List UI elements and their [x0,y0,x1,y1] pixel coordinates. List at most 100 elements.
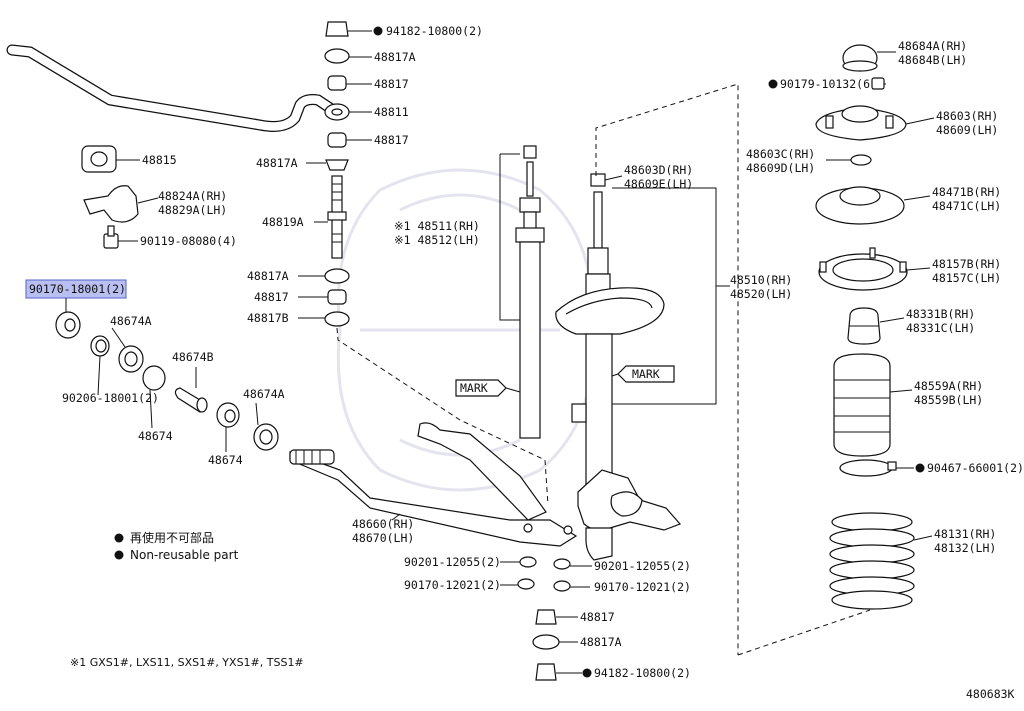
bush-48674-2[interactable] [216,402,240,428]
label-48829a-lh: 48829A(LH) [158,203,227,217]
stabilizer-bar[interactable] [6,44,336,132]
collar-90170-18001[interactable] [55,311,81,339]
svg-text:MARK: MARK [632,367,660,381]
cushion-48817a-top[interactable] [324,48,350,64]
label-48824a-rh: 48824A(RH) [158,189,227,203]
bolt-90119[interactable] [103,225,119,249]
label-90170-right: 90170-12021(2) [594,580,691,594]
cushion-48817-bottom[interactable] [535,609,557,625]
insulator-48157b[interactable] [818,247,908,291]
bolt-90201-right[interactable] [553,558,571,570]
non-reusable-marker [768,79,778,89]
legend-dot [114,533,124,543]
nut-94182-top[interactable] [325,21,349,37]
cushion-48817a-bottom[interactable] [532,634,560,650]
label-48811: 48811 [374,105,409,119]
label-48609-lh: 48609(LH) [936,123,998,137]
strut-assembly-48510[interactable] [555,173,682,561]
seat-48471b[interactable] [815,186,905,225]
label-48157b-rh: 48157B(RH) [932,257,1001,271]
bumper-48331b[interactable] [847,307,881,345]
label-48660-rh: 48660(RH) [352,517,414,531]
non-reusable-marker [915,463,925,473]
label-90467: 90467-66001(2) [927,461,1024,475]
footnote: ※1 GXS1#, LXS11, SXS1#, YXS1#, TSS1# [70,656,304,669]
legend-dot [114,550,124,560]
label-90179: 90179-10132(6) [780,77,877,91]
nut-90170-left[interactable] [517,578,535,590]
label-48511-rh: ※1 48511(RH) [394,219,480,233]
label-48609d-lh: 48609D(LH) [746,161,815,175]
label-48817b-low: 48817B [247,311,289,325]
label-90170-left: 90170-12021(2) [404,578,501,592]
label-48331c-lh: 48331C(LH) [906,321,975,335]
label-48520-lh: 48520(LH) [730,287,792,301]
boot-48559a[interactable] [833,353,891,457]
nut-90179[interactable] [871,77,885,90]
cushion-48817-mid[interactable] [327,132,347,148]
label-90201-left: 90201-12055(2) [404,555,501,569]
legend-en: Non-reusable part [130,548,239,562]
legend: 再使用不可部品 Non-reusable part [114,530,239,562]
label-48817a-top: 48817A [374,50,416,64]
cushion-48817-top[interactable] [327,75,347,91]
label-48817-mid: 48817 [374,133,409,147]
label-48674b: 48674B [172,350,214,364]
label-48817a-mid: 48817A [256,156,298,170]
strut-cartridge-48511[interactable] [515,145,545,439]
clip-90467[interactable] [839,459,897,477]
label-48471c-lh: 48471C(LH) [932,199,1001,213]
support-48603[interactable] [815,105,907,141]
bush-48674-1[interactable] [142,365,166,391]
lower-arm-48660[interactable] [289,422,578,547]
spring-48131[interactable] [829,512,915,610]
bush-48674a-1[interactable] [118,345,144,373]
nut-90170-right[interactable] [553,580,571,592]
dashed-link-guide [336,327,549,506]
label-48674a-2: 48674A [243,387,285,401]
cushion-48817a-mid[interactable] [325,159,349,171]
label-48512-lh: ※1 48512(LH) [394,233,480,247]
cushion-48817-low[interactable] [327,289,347,305]
cushion-48817a-low[interactable] [324,268,350,284]
bushing-48815[interactable] [81,145,117,173]
label-48817-bottom: 48817 [580,610,615,624]
label-90206: 90206-18001(2) [62,391,159,405]
bracket-48824a[interactable] [83,185,139,223]
label-48817-low: 48817 [254,290,289,304]
label-48132-lh: 48132(LH) [934,541,996,555]
label-48510-rh: 48510(RH) [730,273,792,287]
label-90170-18001[interactable]: 90170-18001(2) [29,282,126,296]
collar-48603c[interactable] [850,154,872,166]
label-48471b-rh: 48471B(RH) [932,185,1001,199]
label-94182-top: 94182-10800(2) [386,24,483,38]
label-48817-top: 48817 [374,77,409,91]
cap-48684a[interactable] [842,44,878,72]
label-48559a-rh: 48559A(RH) [914,379,983,393]
label-48817a-bottom: 48817A [580,635,622,649]
nut-94182-bottom[interactable] [535,663,557,681]
link-48811[interactable] [324,103,350,121]
bush-48674a-2[interactable] [253,423,279,451]
bush-48674b[interactable] [174,387,208,413]
label-48817a-low: 48817A [247,269,289,283]
label-90119: 90119-08080(4) [140,234,237,248]
highlight-90170-18001 [25,279,127,299]
mark-tag-left: MARK [455,379,507,397]
label-48603d-rh: 48603D(RH) [624,163,693,177]
cushion-48817b-low[interactable] [324,311,350,327]
ring-90206[interactable] [90,335,110,357]
diagram-id: 480683K [966,687,1015,701]
label-48670-lh: 48670(LH) [352,531,414,545]
label-48157c-lh: 48157C(LH) [932,271,1001,285]
bolt-48819a[interactable] [327,175,347,259]
mark-tag-right: MARK [617,365,675,383]
svg-text:MARK: MARK [460,381,488,395]
label-48603-rh: 48603(RH) [936,109,998,123]
dashed-spring-guide-low [737,609,871,656]
label-48603c-rh: 48603C(RH) [746,147,815,161]
label-48684a-rh: 48684A(RH) [898,39,967,53]
bolt-90201-left[interactable] [519,556,537,568]
